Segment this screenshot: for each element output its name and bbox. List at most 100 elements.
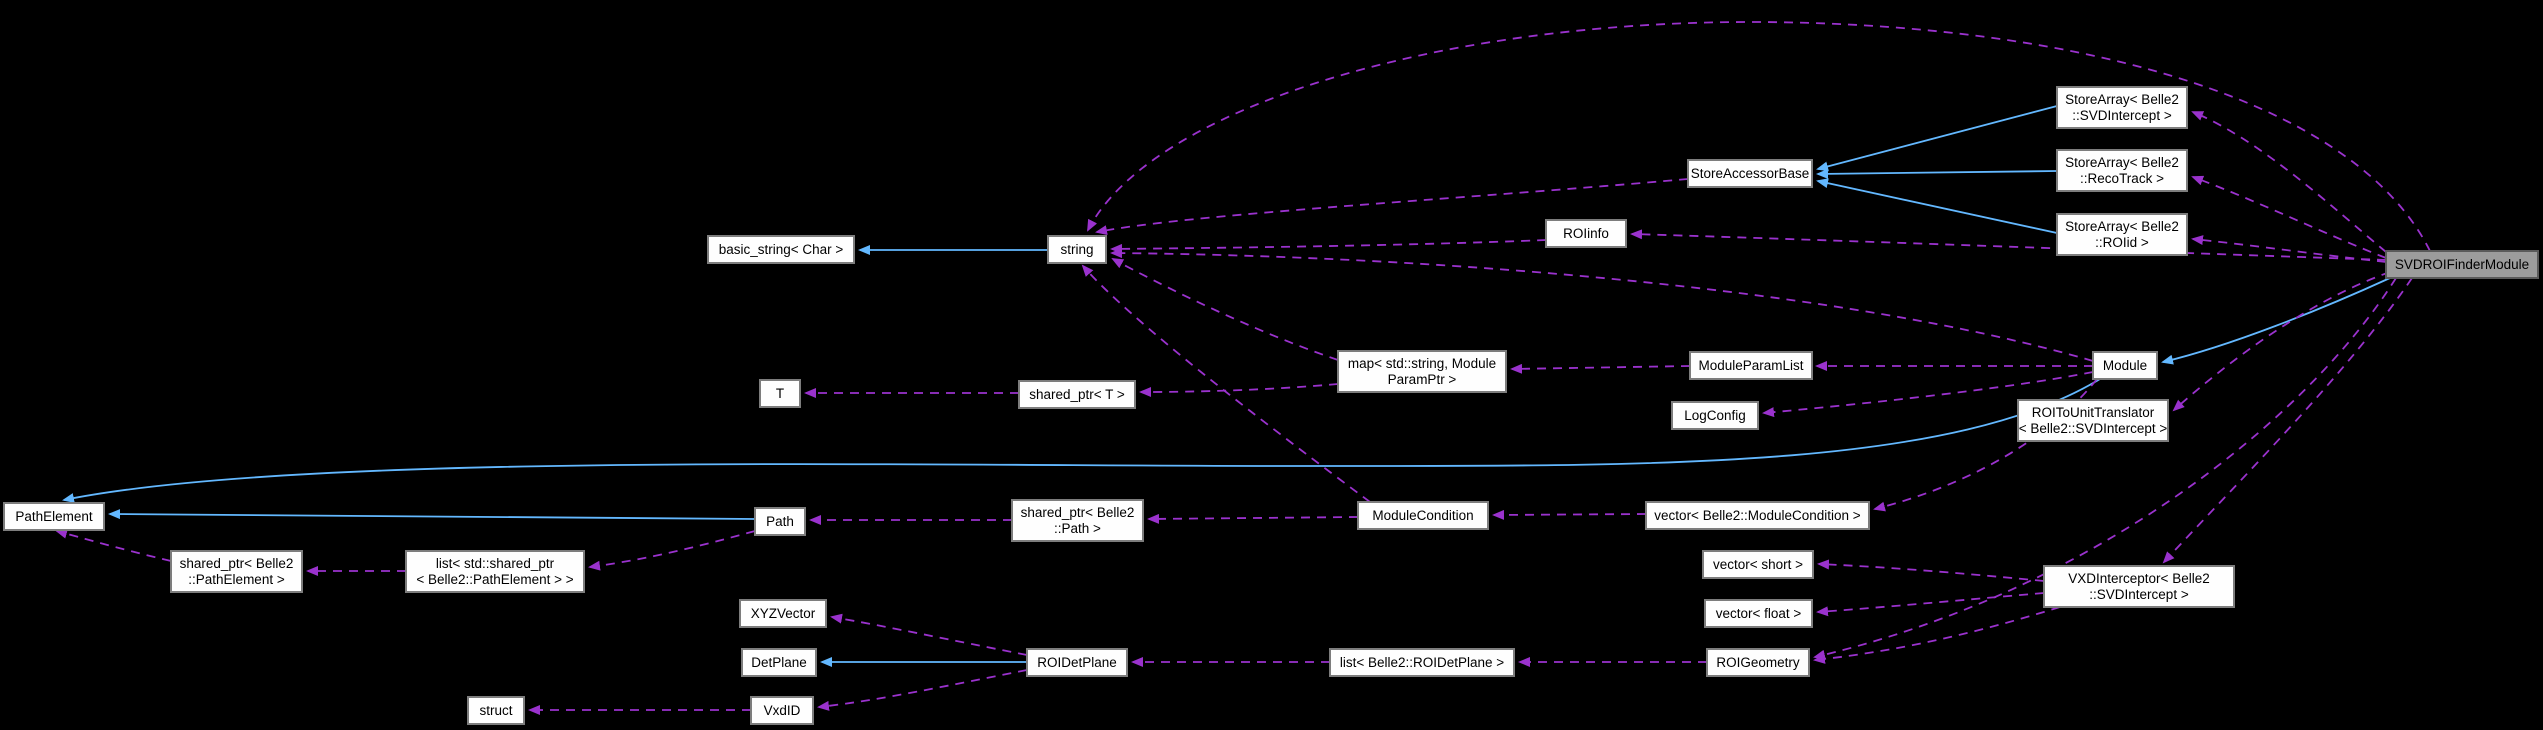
edge-sharedptr_pe-to-pathelement [55, 528, 172, 562]
edge-modulecondition-to-string [1081, 264, 1371, 503]
node-label-vxdid: VxdID [764, 703, 801, 718]
node-t_box[interactable]: T [759, 379, 801, 408]
node-box-svdroifinder[interactable] [2385, 250, 2539, 279]
node-box-path[interactable] [754, 507, 806, 536]
node-box-modulecondition[interactable] [1357, 501, 1489, 530]
node-path[interactable]: Path [754, 507, 806, 536]
node-struct_box[interactable]: struct [467, 696, 525, 725]
edge-path-to-list_pe [588, 530, 756, 571]
node-box-logconfig[interactable] [1671, 401, 1759, 430]
node-sharedptr_pe[interactable]: shared_ptr< Belle2::PathElement > [170, 550, 303, 593]
node-label-vector_float: vector< float > [1716, 606, 1802, 621]
node-roitounit[interactable]: ROIToUnitTranslator< Belle2::SVDIntercep… [2017, 399, 2169, 442]
edge-vxdinterceptor-to-vector_float [1816, 592, 2045, 617]
node-sharedptr_t[interactable]: shared_ptr< T > [1018, 380, 1136, 409]
node-label-sa_svdintercept: StoreArray< Belle2::SVDIntercept > [2065, 92, 2179, 123]
node-box-detplane[interactable] [741, 648, 817, 677]
node-label-path: Path [766, 514, 794, 529]
node-box-sa_roiid[interactable] [2056, 213, 2188, 256]
edge-map_str-to-sharedptr_t [1139, 383, 1339, 397]
node-box-sharedptr_t[interactable] [1018, 380, 1136, 409]
node-box-module[interactable] [2092, 351, 2158, 380]
node-box-t_box[interactable] [759, 379, 801, 408]
node-box-list_rdp[interactable] [1329, 648, 1515, 677]
node-list_pe[interactable]: list< std::shared_ptr< Belle2::PathEleme… [405, 550, 585, 593]
node-pathelement[interactable]: PathElement [3, 502, 105, 531]
edge-sa_recotrack-to-storeaccessorbase [1816, 168, 2058, 179]
edge-svdroifinder-to-string [1087, 21, 2431, 252]
node-box-roiinfo[interactable] [1545, 219, 1627, 248]
node-label-roiinfo: ROIinfo [1563, 226, 1609, 241]
node-label-xyzvector: XYZVector [751, 606, 816, 621]
node-sa_roiid[interactable]: StoreArray< Belle2::ROIid > [2056, 213, 2188, 256]
edge-svdroifinder-to-module [2161, 277, 2391, 365]
node-box-roigeometry[interactable] [1706, 648, 1810, 677]
node-box-storeaccessorbase[interactable] [1687, 159, 1813, 188]
node-label-string: string [1060, 242, 1093, 257]
node-box-string[interactable] [1047, 235, 1107, 264]
node-modulecondition[interactable]: ModuleCondition [1357, 501, 1489, 530]
node-basic_string[interactable]: basic_string< Char > [707, 235, 855, 264]
node-box-pathelement[interactable] [3, 502, 105, 531]
node-label-sa_recotrack: StoreArray< Belle2::RecoTrack > [2065, 155, 2179, 186]
edge-vector_mc-to-modulecondition [1492, 509, 1647, 520]
node-sa_recotrack[interactable]: StoreArray< Belle2::RecoTrack > [2056, 149, 2188, 192]
node-label-sa_roiid: StoreArray< Belle2::ROIid > [2065, 219, 2179, 250]
node-label-list_pe: list< std::shared_ptr< Belle2::PathEleme… [416, 556, 573, 587]
node-sa_svdintercept[interactable]: StoreArray< Belle2::SVDIntercept > [2056, 86, 2188, 129]
node-roiinfo[interactable]: ROIinfo [1545, 219, 1627, 248]
edge-modulecondition-to-sharedptr_path [1147, 513, 1359, 524]
node-box-vector_short[interactable] [1702, 550, 1814, 579]
node-xyzvector[interactable]: XYZVector [739, 599, 827, 628]
node-roidetplane[interactable]: ROIDetPlane [1026, 648, 1128, 677]
node-box-vxdinterceptor[interactable] [2043, 565, 2235, 608]
edge-roiinfo-to-string [1110, 239, 1547, 254]
edge-svdroifinder-to-sa_roiid [2191, 235, 2387, 263]
node-vector_short[interactable]: vector< short > [1702, 550, 1814, 579]
node-box-xyzvector[interactable] [739, 599, 827, 628]
node-box-sharedptr_path[interactable] [1011, 499, 1144, 542]
node-label-sharedptr_path: shared_ptr< Belle2::Path > [1021, 505, 1135, 536]
node-box-vector_mc[interactable] [1645, 501, 1870, 530]
node-box-vxdid[interactable] [750, 696, 814, 725]
node-box-basic_string[interactable] [707, 235, 855, 264]
edge-svdroifinder-to-roiinfo [1630, 229, 2387, 261]
node-vector_float[interactable]: vector< float > [1704, 599, 1813, 628]
node-box-list_pe[interactable] [405, 550, 585, 593]
node-label-t_box: T [776, 386, 784, 401]
node-box-roidetplane[interactable] [1026, 648, 1128, 677]
node-box-sharedptr_pe[interactable] [170, 550, 303, 593]
node-label-struct_box: struct [479, 703, 512, 718]
edge-roidetplane-to-xyzvector [830, 613, 1028, 656]
node-box-sa_svdintercept[interactable] [2056, 86, 2188, 129]
node-label-moduleparamlist: ModuleParamList [1698, 358, 1803, 373]
node-box-map_str[interactable] [1337, 350, 1507, 393]
node-label-pathelement: PathElement [15, 509, 93, 524]
node-string[interactable]: string [1047, 235, 1107, 264]
node-box-roitounit[interactable] [2017, 399, 2169, 442]
node-box-sa_recotrack[interactable] [2056, 149, 2188, 192]
node-box-struct_box[interactable] [467, 696, 525, 725]
node-vxdinterceptor[interactable]: VXDInterceptor< Belle2::SVDIntercept > [2043, 565, 2235, 608]
node-logconfig[interactable]: LogConfig [1671, 401, 1759, 430]
node-roigeometry[interactable]: ROIGeometry [1706, 648, 1810, 677]
edge-path-to-pathelement [108, 509, 756, 520]
node-vector_mc[interactable]: vector< Belle2::ModuleCondition > [1645, 501, 1870, 530]
node-storeaccessorbase[interactable]: StoreAccessorBase [1687, 159, 1813, 188]
node-sharedptr_path[interactable]: shared_ptr< Belle2::Path > [1011, 499, 1144, 542]
node-vxdid[interactable]: VxdID [750, 696, 814, 725]
node-moduleparamlist[interactable]: ModuleParamList [1689, 351, 1813, 380]
node-box-vector_float[interactable] [1704, 599, 1813, 628]
node-label-svdroifinder: SVDROIFinderModule [2395, 257, 2529, 272]
node-label-logconfig: LogConfig [1684, 408, 1746, 423]
node-detplane[interactable]: DetPlane [741, 648, 817, 677]
node-label-roitounit: ROIToUnitTranslator< Belle2::SVDIntercep… [2019, 405, 2168, 436]
node-svdroifinder[interactable]: SVDROIFinderModule [2385, 250, 2539, 279]
node-box-moduleparamlist[interactable] [1689, 351, 1813, 380]
node-list_rdp[interactable]: list< Belle2::ROIDetPlane > [1329, 648, 1515, 677]
edge-sa_roiid-to-storeaccessorbase [1816, 178, 2058, 234]
node-module[interactable]: Module [2092, 351, 2158, 380]
node-label-vector_short: vector< short > [1713, 557, 1803, 572]
